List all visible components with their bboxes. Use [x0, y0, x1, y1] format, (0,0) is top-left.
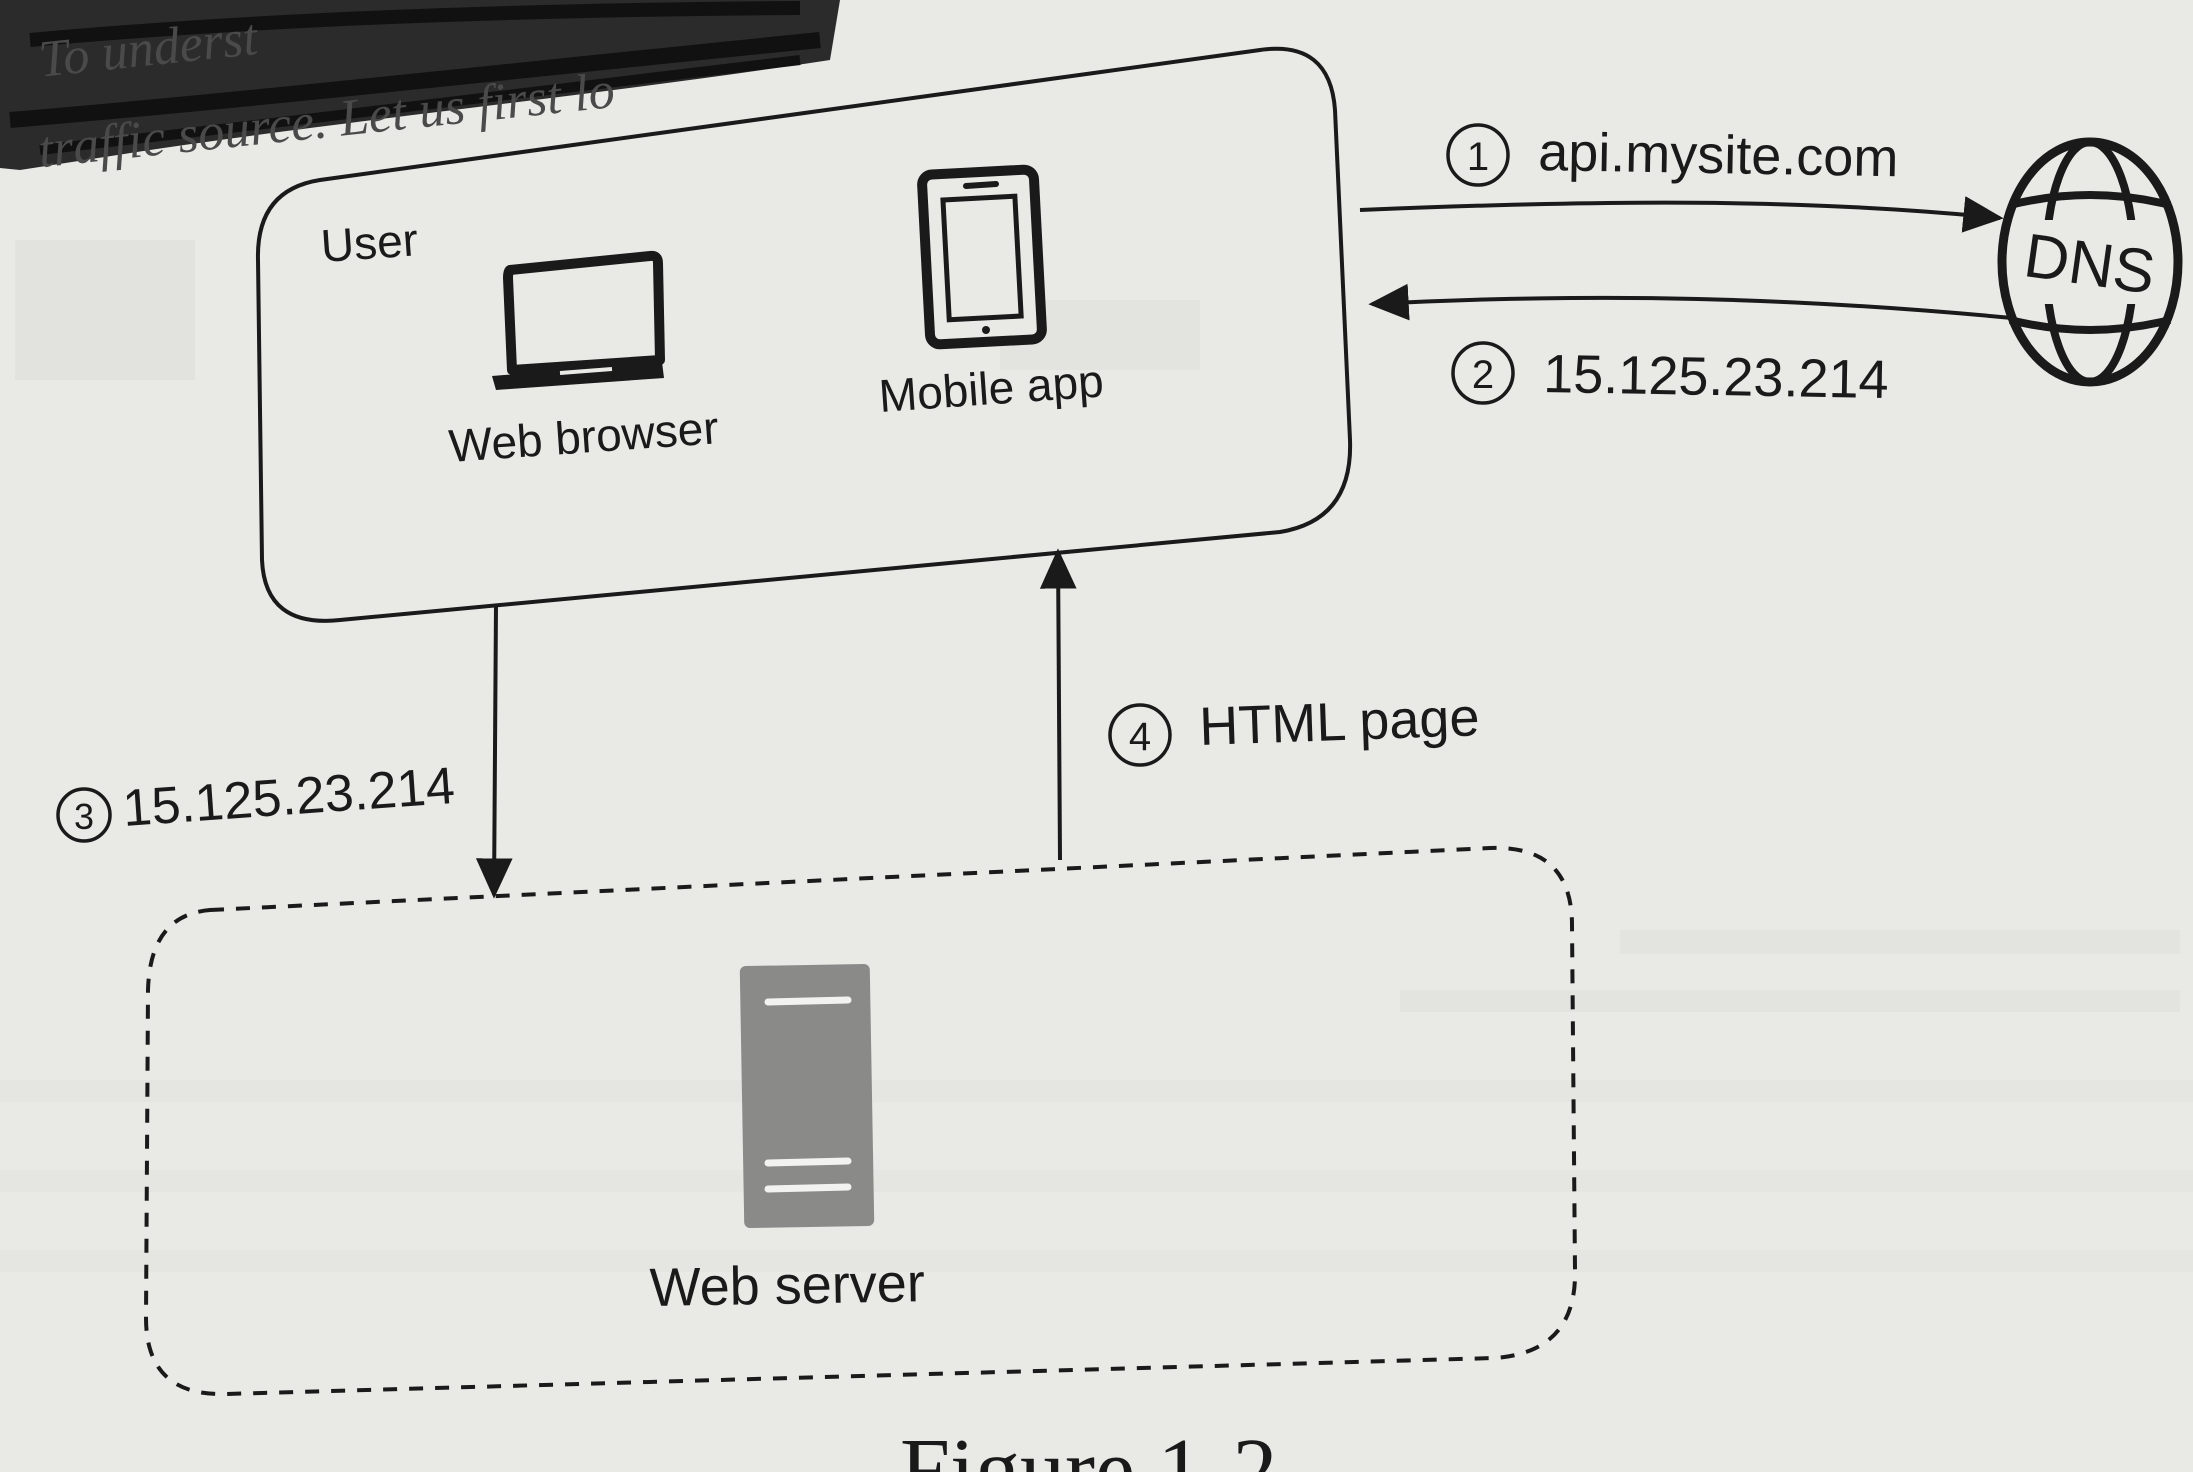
step-1-label: 1 api.mysite.com	[1446, 122, 1899, 188]
web-browser-label: Web browser	[447, 401, 720, 472]
scribbled-text: To underst traffic source. Let us first …	[0, 0, 840, 179]
dns-globe-icon: DNS	[1997, 137, 2183, 387]
step-3-request-arrow	[475, 604, 513, 899]
step-4-response-arrow	[1039, 548, 1077, 861]
step-3-text: 15.125.23.214	[121, 757, 457, 838]
user-box: User	[255, 46, 1353, 623]
mobile-app-label: Mobile app	[877, 354, 1105, 422]
step-1-request-arrow	[1359, 196, 2004, 233]
web-server-label: Web server	[649, 1253, 925, 1318]
step-2-text: 15.125.23.214	[1543, 344, 1889, 410]
user-box-label: User	[319, 213, 420, 272]
step-1-number: 1	[1467, 135, 1489, 179]
step-3-label: 3 15.125.23.214	[56, 757, 457, 843]
step-2-label: 2 15.125.23.214	[1451, 341, 1889, 410]
figure-caption: Figure 1-2	[900, 1421, 1277, 1472]
step-4-number: 4	[1129, 715, 1151, 759]
step-3-number: 3	[74, 796, 94, 837]
server-icon	[739, 963, 875, 1229]
web-server-box	[143, 845, 1578, 1397]
step-2-response-arrow	[1368, 283, 2013, 321]
step-1-text: api.mysite.com	[1538, 122, 1899, 188]
bleed-through-text	[0, 240, 2193, 1272]
mobile-phone-icon	[917, 164, 1047, 350]
step-4-text: HTML page	[1198, 687, 1480, 757]
laptop-icon	[492, 250, 665, 390]
step-2-number: 2	[1472, 353, 1494, 397]
step-4-label: 4 HTML page	[1108, 687, 1480, 767]
